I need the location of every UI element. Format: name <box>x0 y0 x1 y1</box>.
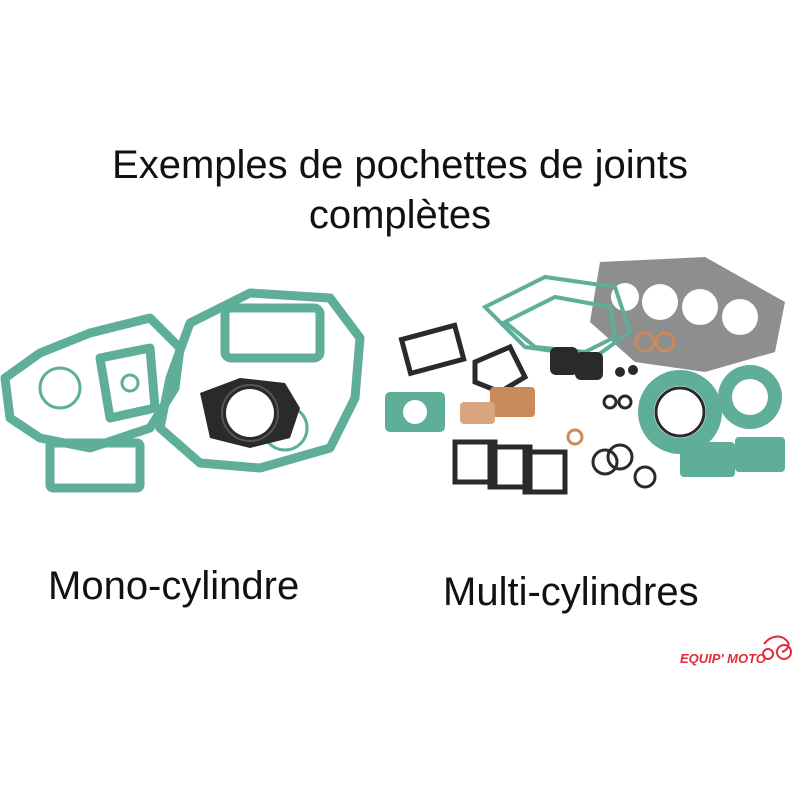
mono-cylinder-gasket-kit-photo <box>0 288 365 493</box>
intake-gasket <box>95 343 160 423</box>
mono-cylinder-caption: Mono-cylindre <box>48 564 300 608</box>
crankcase-gasket <box>0 313 185 453</box>
equip-moto-logo: EQUIP' MOTO <box>680 635 792 666</box>
svg-text:EQUIP' MOTO: EQUIP' MOTO <box>680 651 766 666</box>
multi-cylinder-gasket-kit-photo <box>385 257 785 495</box>
title-line-2: complètes <box>308 193 492 237</box>
title-line-1: Exemples de pochettes de joints <box>112 143 688 187</box>
page-title: Exemples de pochettes de joints complète… <box>0 140 800 240</box>
cover-gasket <box>155 288 365 473</box>
head-gasket <box>200 378 300 448</box>
multi-cylinder-caption: Multi-cylindres <box>443 570 699 614</box>
base-gasket <box>220 303 325 363</box>
small-gasket <box>45 438 145 493</box>
